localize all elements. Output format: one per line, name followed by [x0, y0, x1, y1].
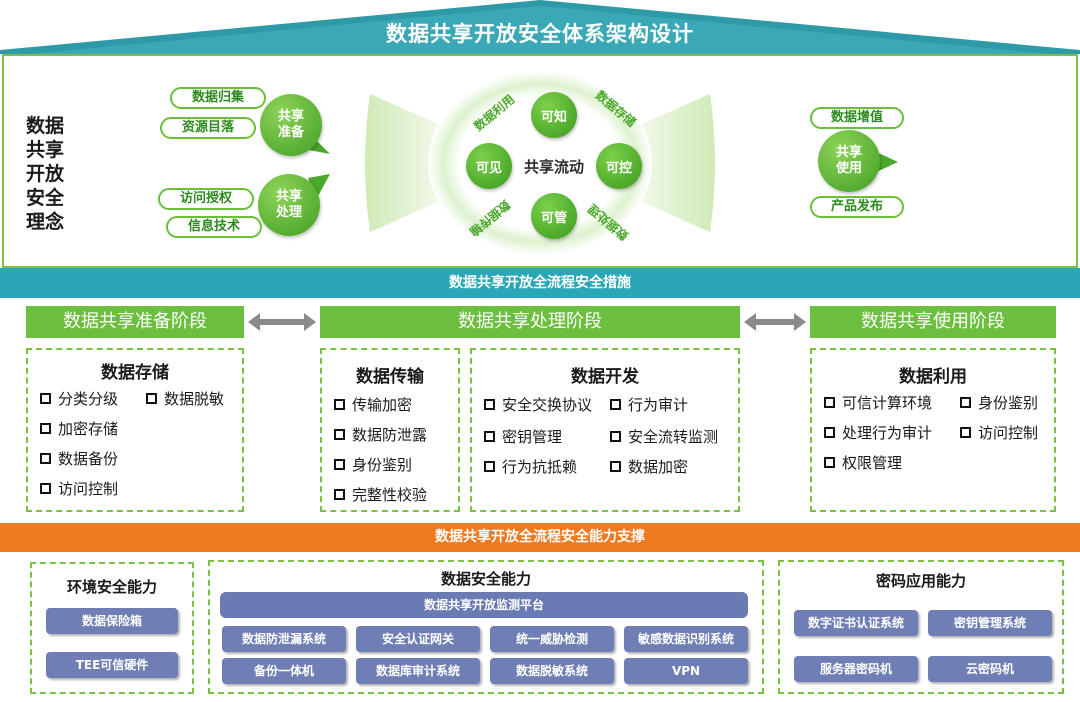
pill-access-auth: 访问授权	[158, 188, 254, 210]
item-encrypt-storage: 加密存储	[40, 418, 118, 439]
cap-server-crypto: 服务器密码机	[794, 656, 918, 682]
node-visible: 可见	[466, 143, 512, 189]
cap-sensitive-id: 敏感数据识别系统	[624, 626, 748, 652]
cap-db-audit: 数据库审计系统	[356, 658, 480, 684]
page-title: 数据共享开放安全体系架构设计	[386, 22, 694, 46]
node-manageable: 可管	[531, 193, 577, 239]
item-integrity-check: 完整性校验	[334, 484, 427, 505]
item-key-management: 密钥管理	[484, 426, 562, 447]
checkbox-icon	[334, 459, 345, 470]
box-crypto-capability: 密码应用能力 数字证书认证系统 密钥管理系统 服务器密码机 云密码机	[778, 560, 1064, 694]
item-classify: 分类分级	[40, 388, 118, 409]
pill-resource-catalog: 资源目落	[160, 117, 256, 139]
checkbox-icon	[334, 399, 345, 410]
checkbox-icon	[824, 427, 835, 438]
checkbox-icon	[484, 431, 495, 442]
checkbox-icon	[484, 461, 495, 472]
item-dlp: 数据防泄露	[334, 424, 427, 445]
checkbox-icon	[40, 453, 51, 464]
cap-cloud-crypto: 云密码机	[928, 656, 1052, 682]
concept-label: 数据 共享 开放 安全 理念	[26, 115, 65, 233]
item-transfer-encrypt: 传输加密	[334, 394, 412, 415]
checkbox-icon	[610, 431, 621, 442]
pill-info-tech: 信息技术	[166, 216, 262, 238]
box-data-transfer: 数据传输 传输加密 数据防泄露 身份鉴别 完整性校验	[320, 348, 460, 512]
stage-process: 数据共享处理阶段	[320, 306, 740, 338]
header-roof	[0, 0, 1080, 54]
cap-desensitize-system: 数据脱敏系统	[490, 658, 614, 684]
double-arrow-left	[248, 313, 316, 331]
pill-data-value-add: 数据增值	[810, 107, 904, 129]
double-arrow-right	[744, 313, 806, 331]
item-data-encrypt: 数据加密	[610, 456, 688, 477]
item-access: 访问控制	[960, 422, 1038, 443]
box-data-capability: 数据安全能力 数据共享开放监测平台 数据防泄漏系统 安全认证网关 统一威胁检测 …	[208, 560, 764, 694]
cap-vpn: VPN	[624, 658, 748, 684]
checkbox-icon	[610, 461, 621, 472]
item-exchange-protocol: 安全交换协议	[484, 394, 592, 415]
item-trusted-compute: 可信计算环境	[824, 392, 932, 413]
pill-product-release: 产品发布	[810, 196, 904, 218]
cap-dlp-system: 数据防泄漏系统	[222, 626, 346, 652]
cap-key-system: 密钥管理系统	[928, 610, 1052, 636]
box-data-usage: 数据利用 可信计算环境 身份鉴别 处理行为审计 访问控制 权限管理	[810, 348, 1056, 512]
cap-data-safe: 数据保险箱	[46, 608, 178, 634]
cap-auth-gateway: 安全认证网关	[356, 626, 480, 652]
cap-monitor-platform: 数据共享开放监测平台	[220, 592, 748, 618]
item-behavior-audit: 行为审计	[610, 394, 688, 415]
checkbox-icon	[610, 399, 621, 410]
checkbox-icon	[960, 397, 971, 408]
item-backup: 数据备份	[40, 448, 118, 469]
checkbox-icon	[824, 457, 835, 468]
box-data-develop: 数据开发 安全交换协议 行为审计 密钥管理 安全流转监测 行为抗抵赖 数据加密	[470, 348, 740, 512]
stage-use: 数据共享使用阶段	[810, 306, 1056, 338]
cap-threat-detect: 统一威胁检测	[490, 626, 614, 652]
item-flow-monitor: 安全流转监测	[610, 426, 718, 447]
item-non-repudiation: 行为抗抵赖	[484, 456, 577, 477]
checkbox-icon	[334, 489, 345, 500]
capabilities-band: 数据共享开放全流程安全能力支撑	[0, 523, 1080, 552]
pill-data-collect: 数据归集	[170, 87, 266, 109]
item-access-control: 访问控制	[40, 478, 118, 499]
checkbox-icon	[40, 393, 51, 404]
item-permission: 权限管理	[824, 452, 902, 473]
node-controllable: 可控	[596, 143, 642, 189]
item-identity-auth: 身份鉴别	[334, 454, 412, 475]
checkbox-icon	[146, 393, 157, 404]
stage-prepare: 数据共享准备阶段	[26, 306, 244, 338]
cap-backup-appliance: 备份一体机	[222, 658, 346, 684]
center-label: 共享流动	[523, 158, 584, 176]
cap-tee-hardware: TEE可信硬件	[46, 652, 178, 678]
checkbox-icon	[40, 483, 51, 494]
center-flow-diagram	[365, 71, 715, 255]
measures-band: 数据共享开放全流程安全措施	[0, 268, 1080, 298]
checkbox-icon	[960, 427, 971, 438]
node-knowable: 可知	[531, 92, 577, 138]
bubble-share-process: 共享处理	[258, 174, 320, 236]
checkbox-icon	[334, 429, 345, 440]
box-env-capability: 环境安全能力 数据保险箱 TEE可信硬件	[30, 562, 194, 694]
checkbox-icon	[40, 423, 51, 434]
bubble-tail-process	[308, 174, 330, 200]
item-identity: 身份鉴别	[960, 392, 1038, 413]
box-data-storage: 数据存储 分类分级 数据脱敏 加密存储 数据备份 访问控制	[26, 348, 244, 512]
cap-cert-system: 数字证书认证系统	[794, 610, 918, 636]
bubble-share-use: 共享使用	[818, 130, 880, 192]
checkbox-icon	[484, 399, 495, 410]
item-desensitize: 数据脱敏	[146, 388, 224, 409]
item-process-audit: 处理行为审计	[824, 422, 932, 443]
bubble-share-prepare: 共享准备	[260, 94, 322, 156]
checkbox-icon	[824, 397, 835, 408]
